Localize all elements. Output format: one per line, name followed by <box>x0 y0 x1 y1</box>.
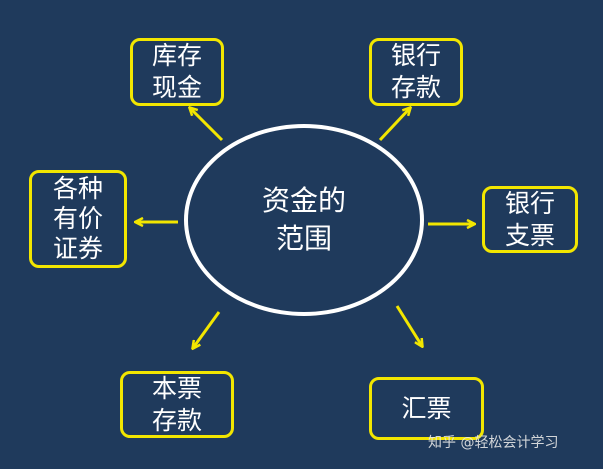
node-securities: 各种有价证券 <box>29 170 127 268</box>
node-promissory-note: 本票存款 <box>120 371 234 438</box>
arrow-to-cash <box>190 108 224 142</box>
center-label: 资金的范围 <box>261 184 346 255</box>
node-label: 库存现金 <box>151 41 202 102</box>
arrow-to-draft <box>395 305 422 346</box>
node-label: 银行支票 <box>504 188 555 250</box>
arrow-to-bank-deposit <box>378 108 410 142</box>
arrow-to-promissory-note <box>193 311 221 348</box>
node-cash: 库存现金 <box>130 38 224 106</box>
node-bank-check: 银行支票 <box>482 186 578 253</box>
center-ellipse: 资金的范围 <box>184 124 424 316</box>
node-label: 汇票 <box>401 393 452 423</box>
node-label: 银行存款 <box>390 41 441 102</box>
watermark-text: 知乎 @轻松会计学习 <box>428 435 559 451</box>
node-label: 本票存款 <box>151 373 202 435</box>
node-bank-deposit: 银行存款 <box>369 38 463 106</box>
node-draft: 汇票 <box>369 377 484 440</box>
node-label: 各种有价证券 <box>52 174 103 263</box>
